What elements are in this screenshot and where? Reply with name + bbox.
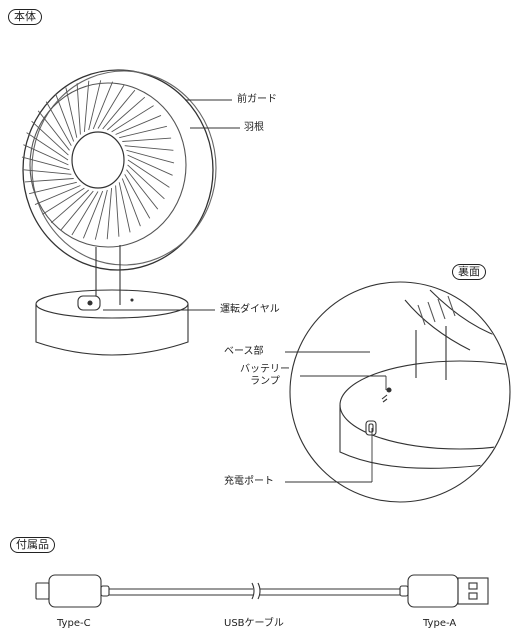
fan-blade bbox=[124, 145, 174, 151]
fan-blade bbox=[106, 188, 113, 240]
callout-blades: 羽根 bbox=[244, 122, 264, 133]
fan-blade bbox=[94, 189, 108, 240]
callout-battery-lamp-line1: バッテリー bbox=[240, 364, 290, 375]
callout-dial: 運転ダイヤル bbox=[220, 304, 280, 315]
leader-lines bbox=[103, 99, 387, 483]
fan-blade bbox=[124, 174, 151, 219]
fan-blade bbox=[118, 182, 131, 233]
fan-blade bbox=[34, 185, 81, 206]
fan-blade bbox=[37, 110, 70, 151]
fan-blade bbox=[65, 87, 78, 138]
cable-label-usb-cable: USBケーブル bbox=[224, 618, 284, 629]
fan-blade bbox=[26, 132, 69, 161]
fan-blade bbox=[122, 137, 172, 142]
fan-blade bbox=[76, 83, 81, 135]
fan-blade bbox=[115, 114, 162, 135]
section-label-accessories: 付属品 bbox=[10, 537, 55, 553]
fan-blade bbox=[111, 105, 154, 133]
callout-base: ベース部 bbox=[224, 346, 264, 357]
section-label-main-body: 本体 bbox=[8, 9, 42, 25]
fan-blade bbox=[107, 96, 146, 131]
fan-front-illustration bbox=[21, 69, 217, 356]
back-view-illustration bbox=[289, 281, 511, 503]
cable-label-type-a: Type-A bbox=[423, 618, 457, 629]
fan-blade bbox=[127, 154, 173, 176]
fan-blade bbox=[126, 169, 159, 210]
fan-blade bbox=[50, 189, 89, 224]
fan-blade bbox=[55, 93, 75, 142]
fan-blade bbox=[121, 178, 141, 227]
fan-blade bbox=[28, 181, 77, 195]
fan-blade bbox=[115, 185, 120, 237]
usb-cable-illustration bbox=[35, 574, 489, 608]
fan-blade bbox=[45, 101, 72, 146]
fan-blade bbox=[102, 89, 136, 130]
fan-blade bbox=[127, 164, 165, 200]
fan-blade bbox=[22, 169, 72, 175]
callout-charge-port: 充電ポート bbox=[224, 476, 274, 487]
fan-blade bbox=[97, 84, 125, 129]
fan-blade bbox=[71, 191, 99, 236]
fan-blade bbox=[127, 159, 170, 188]
fan-blade bbox=[82, 190, 104, 239]
fan-blade bbox=[31, 120, 69, 156]
fan-blade bbox=[21, 156, 70, 171]
fan-blade bbox=[60, 190, 94, 231]
callout-battery-lamp-line2: ランプ bbox=[250, 376, 280, 387]
callout-front-guard: 前ガード bbox=[237, 94, 277, 105]
callout-battery-lamp: バッテリー ランプ bbox=[234, 364, 296, 388]
fan-blade bbox=[23, 144, 69, 166]
fan-blade bbox=[24, 178, 74, 183]
cable-label-type-c: Type-C bbox=[57, 618, 91, 629]
fan-blade bbox=[126, 149, 175, 164]
fan-blade bbox=[88, 80, 102, 131]
fan-blade bbox=[119, 125, 168, 139]
fan-blade bbox=[42, 187, 85, 215]
section-label-back: 裏面 bbox=[452, 264, 486, 280]
fan-blade bbox=[92, 81, 114, 130]
fan-blade bbox=[83, 80, 90, 132]
